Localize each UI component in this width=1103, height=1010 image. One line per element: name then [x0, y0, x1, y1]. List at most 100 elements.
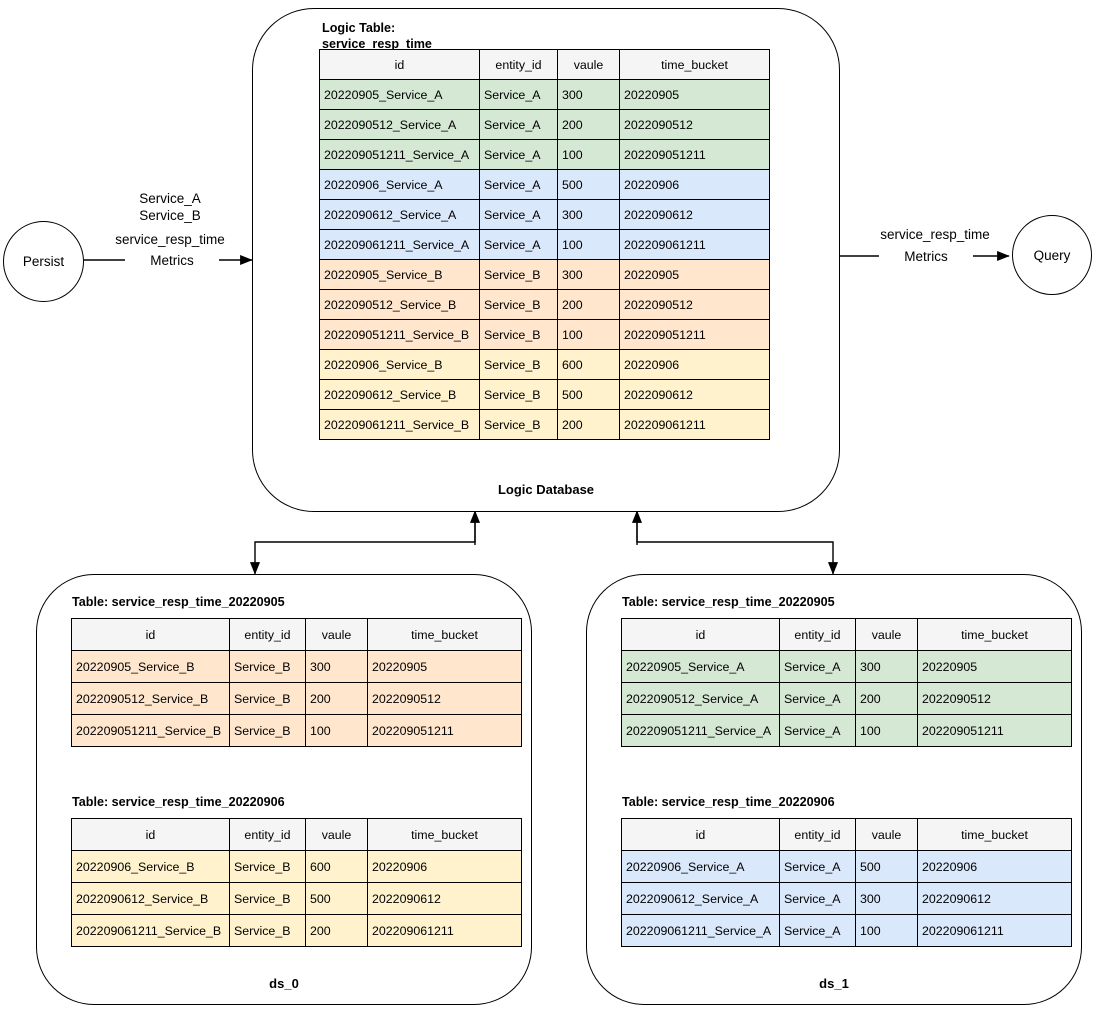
column-header-id: id [621, 618, 780, 651]
node-query[interactable]: Query [1012, 215, 1092, 295]
table-cell: 202209061211_Service_A [621, 914, 780, 947]
table-cell: Service_A [779, 682, 856, 715]
table-cell: 2022090512_Service_B [71, 682, 230, 715]
table-cell: 200 [557, 289, 620, 320]
logic-table-title: Logic Table:service_resp_time [322, 20, 432, 52]
table-cell: 2022090612 [619, 199, 770, 230]
column-header-entity-id: entity_id [229, 618, 306, 651]
column-header-entity-id: entity_id [779, 818, 856, 851]
table-cell: 2022090612 [917, 882, 1072, 915]
column-header-vaule: vaule [557, 49, 620, 80]
table-cell: 20220905_Service_B [319, 259, 480, 290]
table-cell: 202209051211 [367, 714, 522, 747]
table-cell: 20220906_Service_B [319, 349, 480, 380]
table-cell: Service_A [479, 79, 558, 110]
table-cell: 300 [855, 882, 918, 915]
table-cell: Service_A [479, 199, 558, 230]
table-cell: 500 [305, 882, 368, 915]
table-cell: Service_A [779, 850, 856, 883]
ds0-table0: id entity_id vaule time_bucket 20220905_… [71, 618, 522, 747]
table-cell: 202209051211 [619, 319, 770, 350]
table-cell: 2022090612_Service_B [71, 882, 230, 915]
ds1-table1-header-row: id entity_id vaule time_bucket [621, 818, 1072, 851]
edge-label-metrics-left: Metrics [125, 252, 219, 269]
node-persist-label: Persist [22, 254, 65, 269]
ds1-caption: ds_1 [819, 976, 849, 991]
ds0-table0-header-row: id entity_id vaule time_bucket [71, 618, 522, 651]
column-header-id: id [319, 49, 480, 80]
table-cell: Service_A [479, 229, 558, 260]
edge-label-metric-name-left: service_resp_time [115, 232, 225, 247]
ds1-table1: id entity_id vaule time_bucket 20220906_… [621, 818, 1072, 947]
table-cell: Service_B [479, 289, 558, 320]
column-header-time-bucket: time_bucket [619, 49, 770, 80]
table-cell: 20220906 [917, 850, 1072, 883]
table-cell: 500 [557, 379, 620, 410]
table-cell: 300 [855, 650, 918, 683]
ds1-table0: id entity_id vaule time_bucket 20220905_… [621, 618, 1072, 747]
table-cell: 202209061211 [619, 229, 770, 260]
ds0-caption: ds_0 [269, 976, 299, 991]
table-cell: 202209061211_Service_B [319, 409, 480, 440]
column-header-entity-id: entity_id [229, 818, 306, 851]
table-cell: 500 [855, 850, 918, 883]
logic-table-header-row: id entity_id vaule time_bucket [319, 49, 770, 80]
table-cell: Service_B [229, 850, 306, 883]
node-query-label: Query [1033, 247, 1071, 263]
column-header-id: id [71, 618, 230, 651]
table-cell: 100 [305, 714, 368, 747]
edge-label-metric-name-right: service_resp_time [880, 227, 990, 242]
table-cell: 2022090612_Service_A [319, 199, 480, 230]
column-header-id: id [621, 818, 780, 851]
logic-table-title-line1: Logic Table: [322, 21, 396, 35]
column-header-entity-id: entity_id [779, 618, 856, 651]
table-cell: 202209051211_Service_A [319, 139, 480, 170]
ds0-table1-header-row: id entity_id vaule time_bucket [71, 818, 522, 851]
table-cell: 2022090512_Service_A [319, 109, 480, 140]
table-cell: Service_B [229, 914, 306, 947]
table-cell: 500 [557, 169, 620, 200]
column-header-entity-id: entity_id [479, 49, 558, 80]
table-cell: 300 [557, 259, 620, 290]
edge-database-to-ds0 [249, 499, 481, 575]
column-header-vaule: vaule [855, 618, 918, 651]
table-cell: Service_A [479, 109, 558, 140]
column-header-time-bucket: time_bucket [917, 818, 1072, 851]
ds1-table0-header-row: id entity_id vaule time_bucket [621, 618, 1072, 651]
ds0-table1: id entity_id vaule time_bucket 20220906_… [71, 818, 522, 947]
table-cell: 202209051211_Service_B [319, 319, 480, 350]
table-cell: 2022090512_Service_B [319, 289, 480, 320]
table-cell: 2022090512 [917, 682, 1072, 715]
table-cell: 20220905_Service_A [621, 650, 780, 683]
node-persist[interactable]: Persist [3, 221, 84, 302]
table-cell: 2022090512 [619, 109, 770, 140]
column-header-time-bucket: time_bucket [917, 618, 1072, 651]
edge-label-metrics-right: Metrics [879, 248, 973, 265]
table-cell: Service_A [779, 650, 856, 683]
table-cell: Service_B [229, 682, 306, 715]
table-cell: Service_B [229, 714, 306, 747]
table-cell: 20220905 [619, 79, 770, 110]
table-cell: 202209061211_Service_A [319, 229, 480, 260]
table-cell: Service_A [479, 169, 558, 200]
table-cell: 20220906 [619, 169, 770, 200]
table-cell: 20220905_Service_A [319, 79, 480, 110]
table-cell: 20220906 [367, 850, 522, 883]
